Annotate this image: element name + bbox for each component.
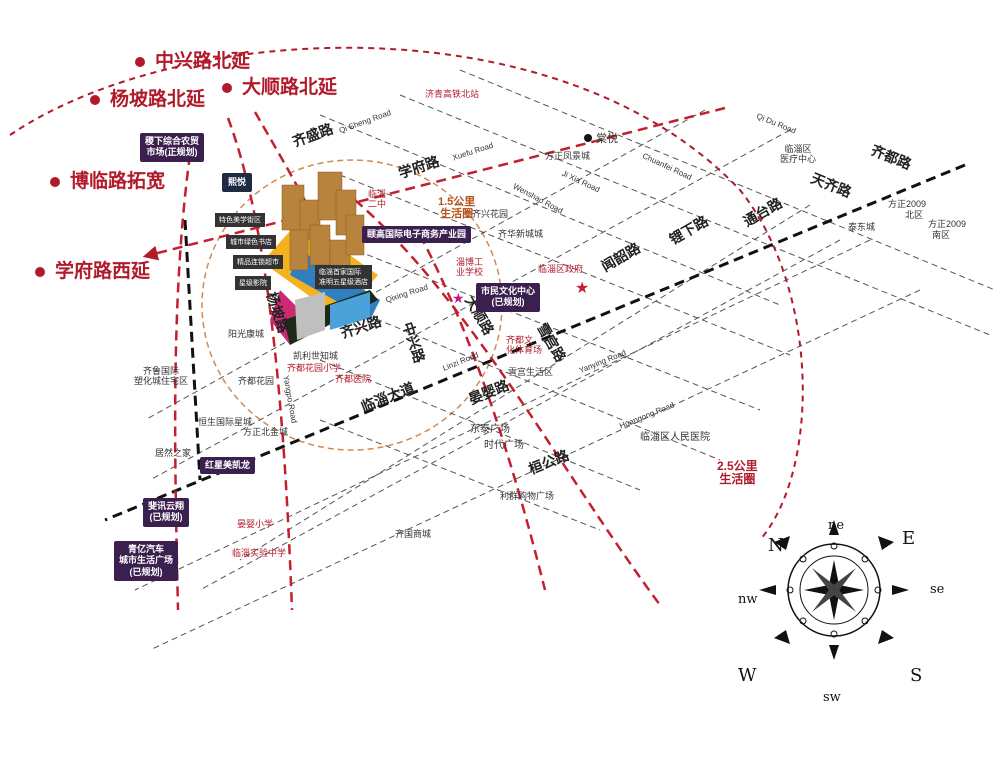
tag-cinema: 星级影院 [235, 276, 271, 290]
poi-qidu-primary: 齐都花园小学 [287, 363, 342, 373]
poi-linzi-exp-middle: 临淄实验中学 [232, 548, 287, 558]
poi-yanying-primary: 晏婴小学 [237, 519, 274, 529]
tag-hotel: 临淄首家国际 准明五星级酒店 [315, 265, 372, 289]
poi-xuegong-area: 雪宫生活区 [508, 367, 554, 377]
compass-rose [759, 520, 909, 660]
poi-qihua: 齐华新城城 [498, 229, 544, 239]
compass-ne: ne [828, 518, 845, 533]
ring-inner-label: 1.5公里 生活圈 [438, 196, 476, 221]
poi-jinan-station: 济青高铁北站 [425, 89, 480, 99]
poi-taidong: 泰东城 [848, 222, 876, 232]
poi-beiqu: 北区 [905, 210, 924, 220]
road-grid [134, 69, 996, 651]
poi-linzi-gov: 临淄区政府 [538, 264, 584, 274]
jixia-market-box: 稷下综合农贸 市场(正规划) [140, 133, 205, 162]
outer-ring [9, 46, 804, 541]
yigao-park-box: 颐高国际电子商务产业园 [362, 226, 472, 244]
compass-n: N [768, 535, 784, 556]
poi-fangzheng2009-a: 方正2009 [888, 199, 927, 209]
poi-hengsheng: 恒生国际星城 [198, 417, 253, 427]
poi-linzi-medical: 临淄区 医疗中心 [780, 144, 817, 164]
gov-star-icon: ★ [575, 280, 589, 297]
poi-tangyue: 棠悦 [584, 133, 618, 145]
culture-star-icon: ★ [452, 290, 465, 306]
poi-qixing-garden: 齐兴花园 [472, 209, 509, 219]
direction-zhongxing: 中兴路北延 [135, 51, 250, 73]
poi-qidu-hospital: 齐都医院 [335, 374, 372, 384]
poi-qidu-sports: 齐都文 化体育场 [506, 335, 543, 355]
poi-dongtai: 东泰广场 [470, 424, 510, 435]
poi-liqun: 利群购物广场 [500, 491, 555, 501]
poi-jujiashijia: 居然之家 [155, 448, 192, 458]
poi-kaili: 凯利世知城 [293, 351, 339, 361]
compass-sw: sw [823, 690, 841, 705]
compass-w: W [738, 665, 757, 686]
ring-outer-label: 2.5公里 生活圈 [717, 459, 758, 487]
poi-linzi-people-hospital: 临淄区人民医院 [640, 432, 710, 443]
compass-e: E [902, 528, 916, 549]
poi-linzi-zhong: 临淄 二中 [368, 189, 387, 209]
direction-yangpo: 杨坡路北延 [90, 89, 205, 111]
poi-qiguo-city: 齐国商城 [395, 529, 432, 539]
direction-dashun: 大顺路北延 [222, 77, 337, 99]
poi-qilu-intl: 齐鲁国际 塑化城住宅区 [134, 366, 189, 386]
feixun-box: 斐讯云翔 (已规划) [143, 498, 190, 527]
qingyi-box: 青亿汽车 城市生活广场 (已规划) [114, 541, 179, 581]
poi-shidai: 时代广场 [484, 440, 524, 451]
poi-fangzheng2009-b: 方正2009 [928, 219, 967, 229]
poi-fangzheng-beijin: 方正北金城 [243, 427, 289, 437]
compass-nw: nw [738, 592, 758, 607]
poi-fangzheng-fengjing: 方正凤景城 [545, 151, 591, 161]
tag-supermarket: 精品连锁超市 [233, 255, 283, 269]
poi-yangguang: 阳光康城 [228, 329, 265, 339]
direction-xuefu-west: 学府路西延 [35, 261, 150, 283]
poi-qidu-garden: 齐都花园 [238, 376, 275, 386]
tag-aesthetic-street: 特色美学街区 [215, 213, 265, 227]
redstar-box: 红星美凯龙 [200, 457, 256, 475]
direction-bolin: 博临路拓宽 [50, 171, 165, 193]
project-logo: 熙悦 [222, 173, 253, 193]
compass-se: se [930, 582, 945, 597]
poi-nanqu: 南区 [932, 230, 951, 240]
compass-s: S [910, 665, 923, 686]
poi-yigong-school: 淄博工 业学校 [456, 257, 484, 277]
tag-green-bookstore: 城市绿色书店 [226, 235, 276, 249]
culture-center-box: 市民文化中心 (已规划) [476, 283, 541, 312]
